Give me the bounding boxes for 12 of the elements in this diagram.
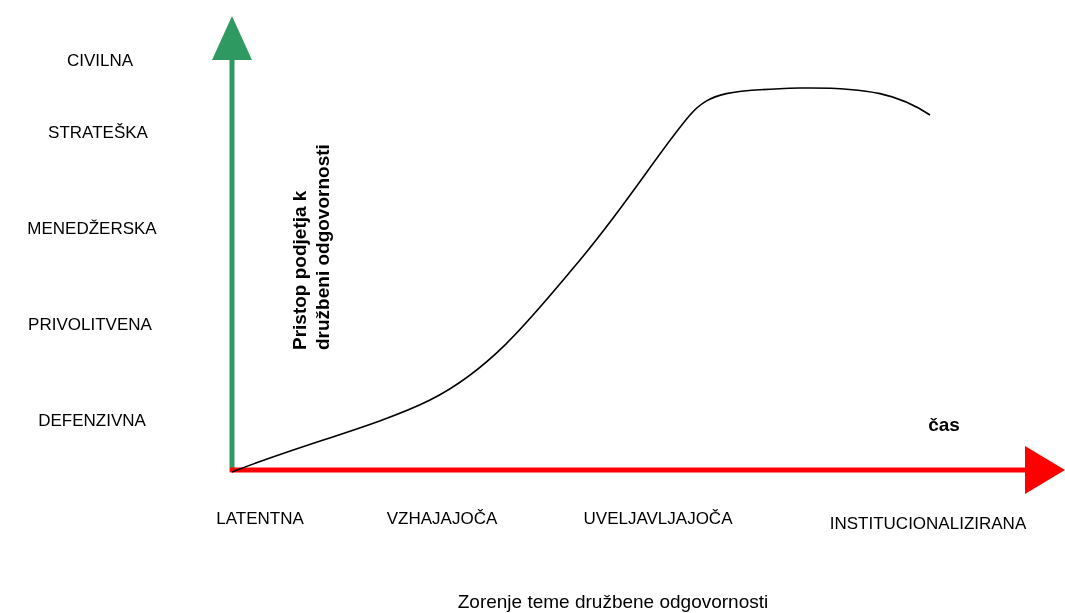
level-label: DEFENZIVNA	[38, 410, 146, 432]
level-label: MENEDŽERSKA	[27, 218, 157, 240]
y-axis-title: Pristop podjetja k družbeni odgovornosti	[289, 143, 334, 350]
x-axis-title: čas	[928, 413, 960, 437]
x-axis-caption: Zorenje teme družbene odgovornosti	[457, 590, 769, 613]
level-label: PRIVOLITVENA	[28, 314, 152, 336]
stage-label: UVELJAVLJAJOČA	[583, 508, 733, 530]
level-label: CIVILNA	[66, 50, 134, 72]
stage-label: LATENTNA	[216, 508, 304, 530]
stage-label: VZHAJAJOČA	[386, 508, 498, 530]
level-label: STRATEŠKA	[48, 122, 148, 144]
stage-label: INSTITUCIONALIZIRANA	[829, 513, 1027, 535]
